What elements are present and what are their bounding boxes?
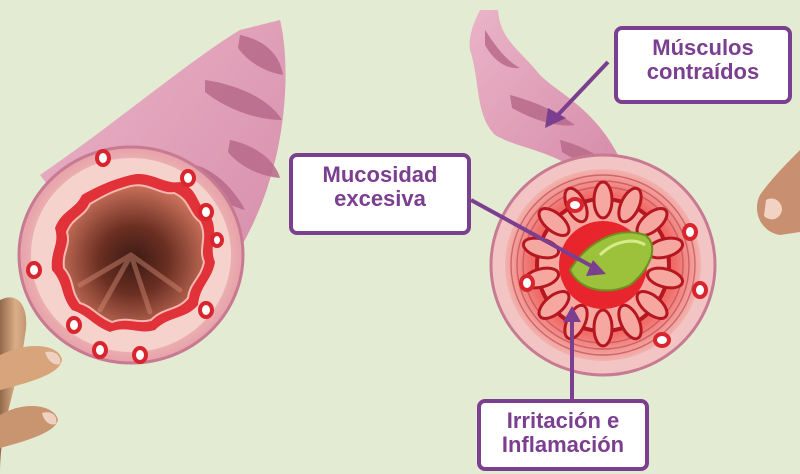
label-excess-mucus: Mucosidad excesiva: [289, 153, 471, 235]
label-excess-mucus-line1: Mucosidad: [301, 163, 459, 187]
healthy-airway: [19, 20, 286, 363]
label-irritation-inflammation: Irritación e Inflamación: [477, 399, 649, 471]
label-contracted-muscles: Músculos contraídos: [614, 26, 792, 104]
label-irritation-line2: Inflamación: [489, 433, 637, 457]
hand-right: [757, 150, 800, 235]
label-contracted-muscles-line1: Músculos: [626, 36, 780, 60]
label-excess-mucus-line2: excesiva: [301, 187, 459, 211]
label-irritation-line1: Irritación e: [489, 409, 637, 433]
label-contracted-muscles-line2: contraídos: [626, 60, 780, 84]
